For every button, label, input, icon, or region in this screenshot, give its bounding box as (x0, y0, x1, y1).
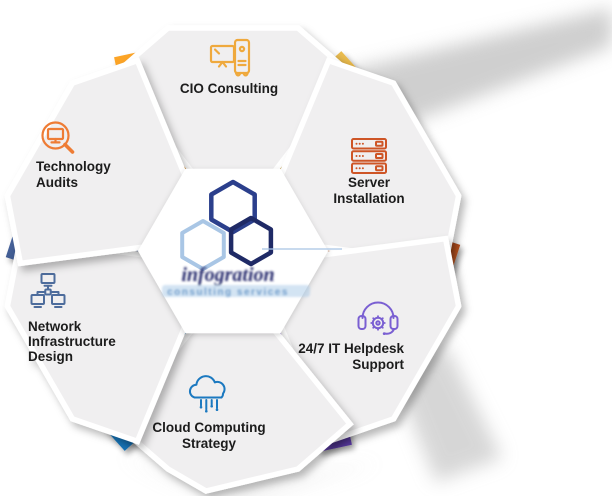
petal-network-design: Network Infrastructure Design (4, 235, 191, 445)
cloud-circuit-icon (188, 375, 226, 413)
network-tree-icon (30, 273, 66, 308)
label-helpdesk-line1: 24/7 IT Helpdesk (298, 341, 404, 356)
label-cloud-line1: Cloud Computing (152, 420, 265, 435)
logo-wordmark: infogration (181, 264, 274, 286)
headset-gear-icon (357, 301, 399, 335)
logo-hexagons-icon (180, 179, 342, 271)
center-logo: infogration consulting services (138, 168, 342, 334)
logo-tagline-bar (162, 285, 310, 297)
label-cloud-line2: Strategy (182, 436, 237, 451)
label-server-line1: Server (348, 175, 391, 190)
desktop-pc-icon (209, 38, 251, 77)
label-network-line2: Infrastructure (28, 334, 116, 349)
label-audits-line1: Technology (36, 159, 111, 174)
label-server-line2: Installation (333, 191, 404, 206)
logo-hexagon-light (180, 219, 226, 271)
server-rack-icon (351, 138, 387, 174)
shadow-streak-bottom (120, 455, 380, 496)
petals: CIO Consulting Server Installation (4, 25, 462, 494)
label-network-line3: Design (28, 349, 73, 364)
logo-tagline: consulting services (167, 287, 289, 298)
logo-wordmark-group: infogration consulting services (162, 264, 310, 298)
label-helpdesk-line2: Support (352, 357, 404, 372)
magnifier-monitor-icon (41, 121, 75, 154)
logo-hexagon-dark (228, 215, 274, 267)
label-audits-line2: Audits (36, 175, 78, 190)
label-network-line1: Network (28, 319, 82, 334)
label-cio-consulting: CIO Consulting (180, 81, 278, 96)
